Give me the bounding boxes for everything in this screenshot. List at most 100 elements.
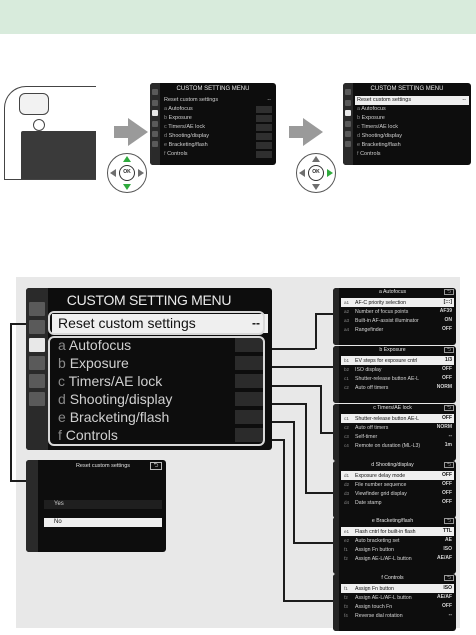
submenu-title: a Autofocus	[378, 289, 407, 295]
menu-tab-rail	[343, 83, 353, 165]
custom-settings-tab-icon[interactable]	[29, 338, 45, 352]
connector-line	[293, 542, 335, 544]
custom-settings-tab-icon[interactable]	[152, 110, 158, 116]
menu-item-autofocus[interactable]: a Autofocus	[357, 106, 386, 112]
submenu-title: c Timers/AE lock	[373, 405, 412, 411]
menu-item-timers[interactable]: c Timers/AE lock	[52, 372, 268, 391]
up-arrow-icon	[312, 156, 320, 162]
menu-item-autofocus[interactable]: a Autofocus	[52, 336, 268, 355]
screen-title: CUSTOM SETTING MENU	[176, 86, 250, 92]
menu-item-exposure[interactable]: b Exposure	[162, 114, 274, 123]
menu-item-exposure[interactable]: b Exposure	[357, 115, 385, 121]
playback-tab-icon	[152, 89, 158, 95]
menu-item-controls[interactable]: f Controls	[357, 151, 381, 157]
connector-line	[265, 439, 283, 441]
menu-item-controls[interactable]: f Controls	[162, 150, 274, 159]
menu-item-shooting[interactable]: d Shooting/display	[357, 133, 402, 139]
menu-item-controls[interactable]: f Controls	[52, 426, 268, 445]
submenu-title: d Shooting/display	[371, 462, 414, 468]
reset-row-highlighted[interactable]: Reset custom settings--	[355, 96, 469, 105]
back-icon[interactable]: ⮌	[444, 575, 454, 581]
menu-button[interactable]	[33, 119, 45, 131]
custom-settings-tab-icon[interactable]	[345, 110, 351, 116]
setup-tab-icon	[152, 121, 158, 127]
connector-line	[283, 439, 285, 601]
submenu-title: b Exposure	[379, 347, 406, 353]
menu-item-timers[interactable]: c Timers/AE lock	[162, 123, 274, 132]
menu-item-shooting[interactable]: d Shooting/display	[162, 132, 274, 141]
connector-line	[283, 600, 335, 602]
connector-line	[265, 348, 315, 350]
menu-item-shooting[interactable]: d Shooting/display	[52, 390, 268, 409]
recent-settings-tab-icon	[29, 392, 45, 406]
down-arrow-icon	[312, 184, 320, 190]
custom-setting-menu-screen: CUSTOM SETTING MENU Reset custom setting…	[26, 288, 272, 450]
menu-item-bracketing[interactable]: e Bracketing/flash	[162, 141, 274, 150]
multi-selector-up-down[interactable]: OK	[107, 153, 147, 193]
menu-item-bracketing[interactable]: e Bracketing/flash	[357, 142, 401, 148]
back-icon[interactable]: ⮌	[444, 462, 454, 468]
menu-tab-rail	[150, 83, 160, 165]
recent-settings-tab-icon	[152, 141, 158, 147]
playback-tab-icon	[345, 89, 351, 95]
menu-item-timers[interactable]: c Timers/AE lock	[357, 124, 398, 130]
menu-item-bracketing[interactable]: e Bracketing/flash	[52, 408, 268, 427]
setup-tab-icon	[29, 356, 45, 370]
groups-callout-frame	[48, 336, 265, 446]
back-icon[interactable]: ⮌	[444, 405, 454, 411]
menu-screen-step2: CUSTOM SETTING MENU Reset custom setting…	[343, 83, 471, 165]
reset-row[interactable]: Reset custom settings--	[164, 97, 271, 103]
menu-item-exposure[interactable]: b Exposure	[52, 354, 268, 373]
connector-line	[10, 323, 12, 481]
connector-line	[315, 313, 317, 349]
back-icon[interactable]: ⮌	[444, 347, 454, 353]
ok-button[interactable]: OK	[119, 165, 135, 181]
screen-title: CUSTOM SETTING MENU	[370, 86, 444, 92]
multi-selector-right[interactable]: OK	[296, 153, 336, 193]
connector-line	[305, 403, 307, 493]
connector-line	[265, 366, 335, 368]
shooting-tab-icon	[345, 100, 351, 106]
no-option[interactable]: No	[44, 518, 162, 527]
shooting-tab-icon	[29, 320, 45, 334]
right-arrow-icon	[327, 169, 333, 177]
back-icon[interactable]: ⮌	[444, 289, 454, 295]
back-icon[interactable]: ⮌	[150, 462, 162, 470]
yes-option[interactable]: Yes	[44, 500, 162, 509]
back-icon[interactable]: ⮌	[444, 518, 454, 524]
reset-confirm-dialog: Reset custom settings ⮌ Yes No	[26, 460, 166, 552]
ok-button[interactable]: OK	[308, 165, 324, 181]
screen-title: CUSTOM SETTING MENU	[66, 292, 232, 308]
menu-item-autofocus[interactable]: a Autofocus	[162, 105, 274, 114]
left-arrow-icon	[110, 169, 116, 177]
reset-row-highlighted[interactable]: Reset custom settings--	[52, 314, 268, 333]
